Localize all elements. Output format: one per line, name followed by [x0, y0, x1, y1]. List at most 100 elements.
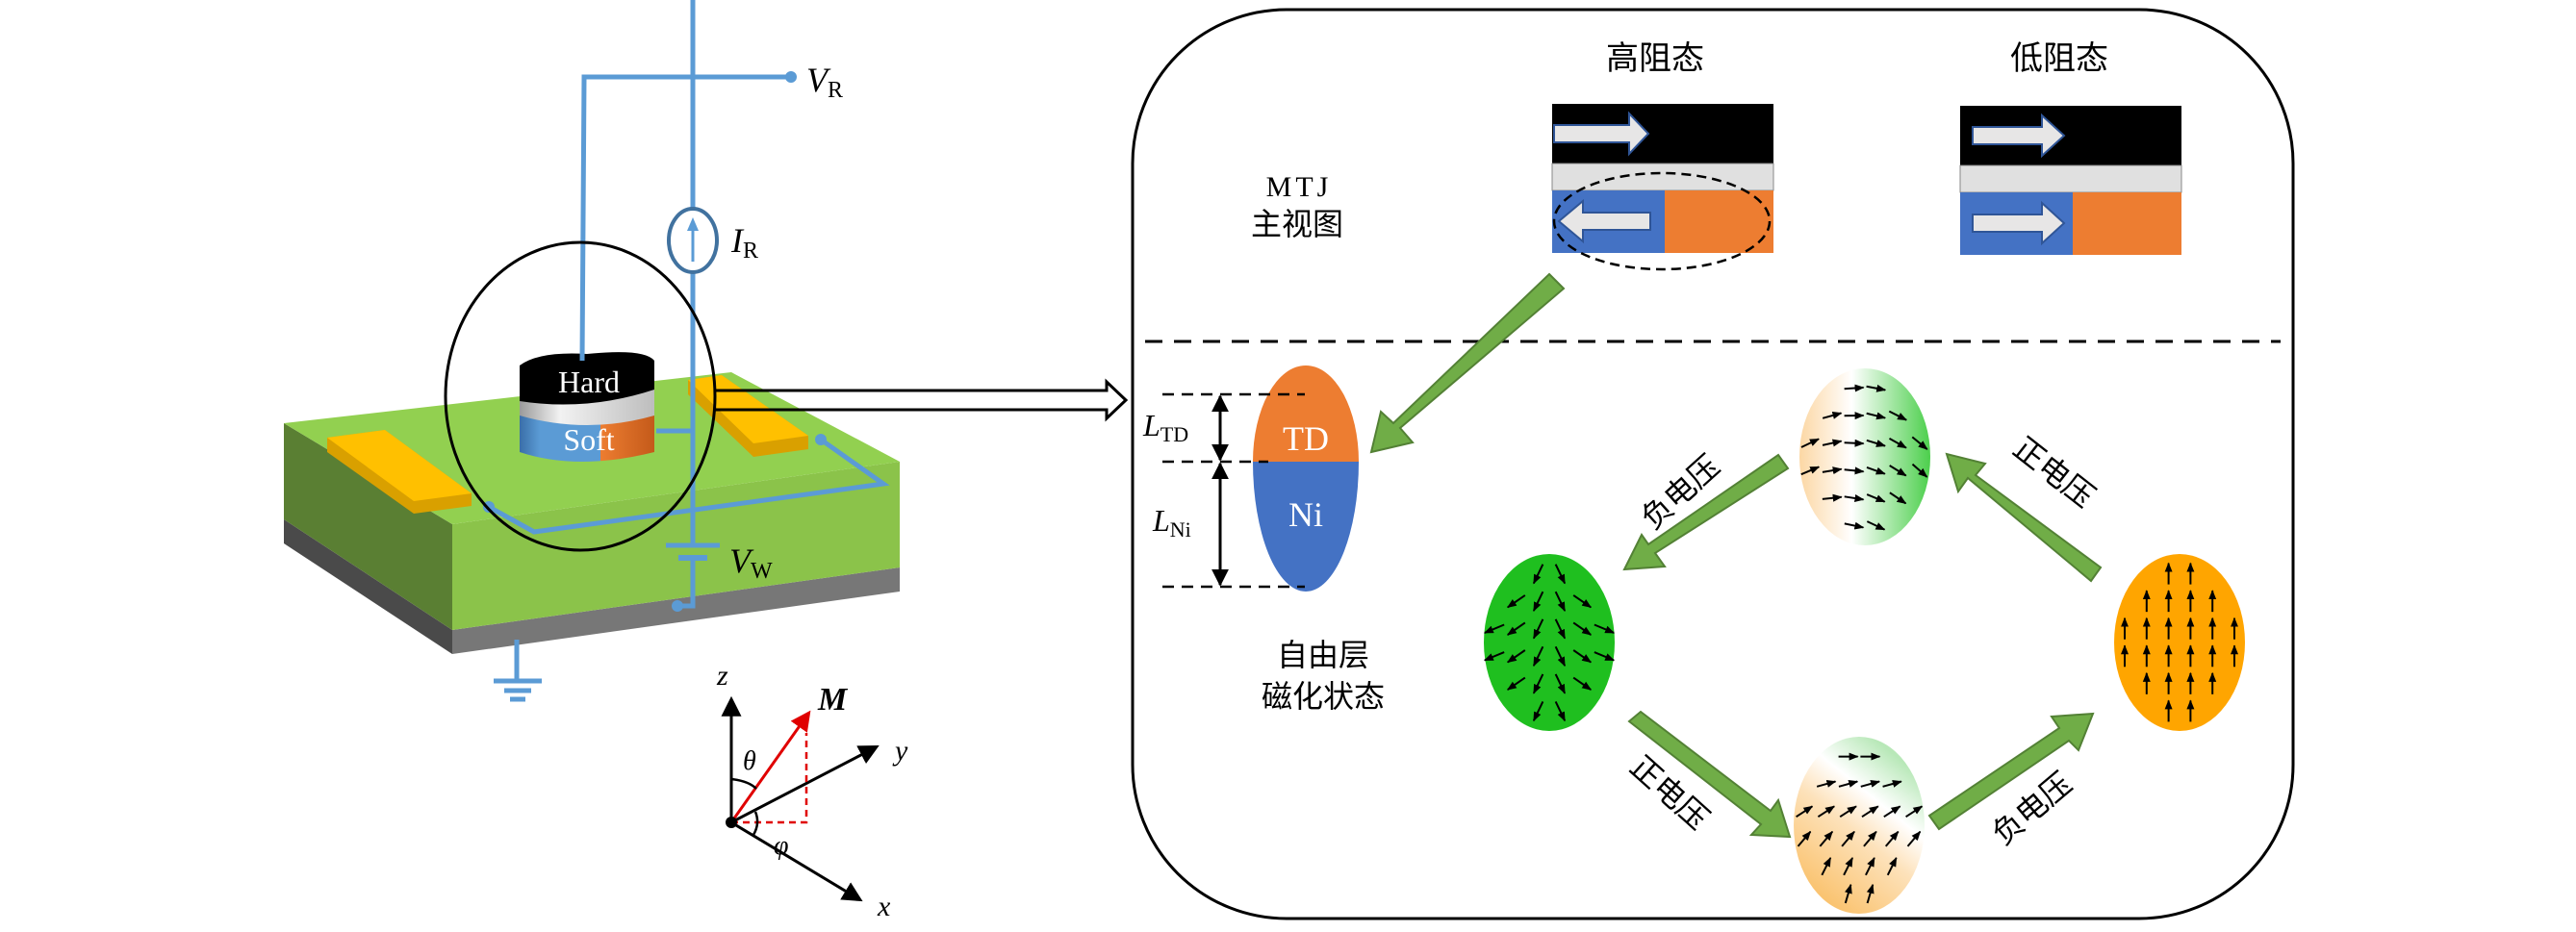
read-terminal-dot: [785, 71, 797, 83]
write-voltage-label: VW: [729, 542, 773, 584]
mtj-high-resistance: [1551, 104, 1774, 271]
magnetization-arrow: [1906, 830, 1922, 847]
td-length-label: LTD: [1142, 408, 1188, 446]
magnetization-arrow: [1554, 618, 1567, 640]
magnetization-arrow: [1844, 439, 1865, 447]
high-resistance-label: 高阻态: [1606, 39, 1704, 78]
mtj-label-line1: MTJ: [1266, 171, 1333, 203]
coordinate-axes: z y x M θ φ: [716, 660, 908, 922]
magnetization-arrow: [1800, 466, 1821, 476]
magnetization-arrow: [1532, 673, 1544, 694]
magnetization-arrow: [1819, 830, 1834, 847]
substrate-contact: [672, 600, 683, 612]
free-layer-orange: [2073, 192, 2181, 255]
panel-border: [1131, 8, 2295, 920]
free-layer-label-line1: 自由层: [1277, 637, 1369, 673]
magnetization-arrow: [1572, 594, 1593, 609]
magnetization-arrow: [1889, 491, 1907, 505]
magnetization-arrow: [1866, 439, 1886, 447]
transition-arrow-top-to-left: [1622, 453, 1790, 571]
m-vector: [729, 710, 811, 823]
mtj-label-line2: 主视图: [1251, 206, 1343, 242]
soft-layer-label: Soft: [563, 422, 614, 457]
free-layer-highlight: [1552, 171, 1772, 271]
magnetization-arrow: [1866, 493, 1886, 503]
read-current-label: IR: [730, 221, 758, 264]
magnetization-arrow: [1839, 805, 1857, 819]
magnetization-arrow: [1841, 830, 1855, 847]
magnetization-arrow: [1888, 410, 1908, 421]
magnetization-arrow: [1572, 621, 1593, 636]
magnetization-arrow: [1889, 465, 1907, 477]
magnetization-arrow: [1866, 412, 1887, 420]
magnetization-states: [1484, 368, 2245, 914]
magnetization-arrow: [1863, 830, 1877, 847]
magnetization-arrow: [1884, 830, 1900, 847]
zoom-highlight-circle: [444, 240, 717, 552]
magnetization-arrow: [1572, 676, 1593, 691]
read-wire-left: [579, 74, 789, 362]
free-magnetization-arrow-right: [1972, 200, 2066, 246]
substrate-side: [284, 423, 452, 630]
magnetization-arrow: [1796, 805, 1814, 819]
magnetization-arrow: [1506, 621, 1526, 636]
magnetization-arrow: [1554, 701, 1567, 722]
magnetization-arrow: [1822, 439, 1843, 447]
magnetization-arrow: [1905, 805, 1924, 819]
magnetization-arrow: [1816, 780, 1837, 788]
fixed-magnetization-arrow-right: [1553, 111, 1650, 157]
magnetization-arrow: [1483, 651, 1505, 662]
right-panel: MTJ 主视图 高阻态 低阻态 TD: [1131, 8, 2295, 920]
free-magnetization-arrow-left: [1557, 198, 1651, 244]
zoom-pointer-arrow: [715, 378, 1129, 422]
state-bottom-canted: [1794, 737, 1925, 914]
barrier-layer: [1959, 164, 2182, 193]
magnetization-arrow: [1866, 384, 1887, 392]
magnetization-arrow: [1844, 384, 1865, 392]
barrier-layer: [1551, 163, 1774, 191]
magnetization-arrow: [1911, 436, 1928, 450]
magnetization-arrow: [1866, 520, 1886, 531]
magnetization-arrow: [1572, 649, 1593, 664]
zoom-in-arrow: [1369, 272, 1566, 454]
phi-arc: [752, 811, 759, 836]
magnetization-arrow: [1822, 412, 1843, 419]
ni-label: Ni: [1288, 495, 1323, 534]
magnetization-arrow: [1821, 857, 1832, 876]
hard-layer: [520, 352, 654, 405]
magnetization-arrow: [1554, 673, 1567, 694]
magnetization-arrow: [1554, 564, 1567, 585]
magnetization-arrow: [1886, 857, 1898, 876]
current-source-symbol: [667, 207, 719, 274]
electrode-contact-right: [815, 434, 827, 445]
magnetization-arrow: [1844, 883, 1852, 904]
magnetization-arrow: [1532, 564, 1544, 585]
mtj-low-resistance: [1959, 106, 2182, 255]
magnetization-arrow: [1888, 437, 1907, 449]
magnetization-arrow: [1844, 466, 1865, 475]
free-layer-orange: [1665, 190, 1773, 253]
magnetization-arrow: [1594, 623, 1616, 634]
hard-layer-label: Hard: [558, 365, 620, 399]
magnetization-arrow: [1554, 645, 1567, 668]
magnetization-arrow: [1506, 676, 1526, 691]
magnetization-arrow: [1843, 857, 1853, 876]
td-region: [1253, 365, 1359, 462]
phi-label: φ: [774, 831, 789, 861]
free-layer-label-line2: 磁化状态: [1262, 678, 1385, 715]
write-wire: [487, 437, 890, 535]
transition-arrow-bottom-to-right: [1927, 712, 2095, 831]
magnetization-arrows: [1483, 384, 2238, 904]
z-axis-label: z: [716, 660, 728, 692]
magnetization-arrow: [1594, 651, 1616, 662]
magnetization-arrow: [1532, 701, 1544, 722]
x-axis: [730, 820, 863, 902]
magnetization-arrow: [1883, 805, 1901, 819]
td-label: TD: [1283, 419, 1329, 458]
magnetization-arrow: [1532, 645, 1544, 668]
magnetization-arrow: [1844, 521, 1865, 530]
magnetization-arrow: [1817, 805, 1836, 819]
magnetization-arrow: [1800, 438, 1820, 448]
magnetization-arrow: [1865, 857, 1875, 876]
